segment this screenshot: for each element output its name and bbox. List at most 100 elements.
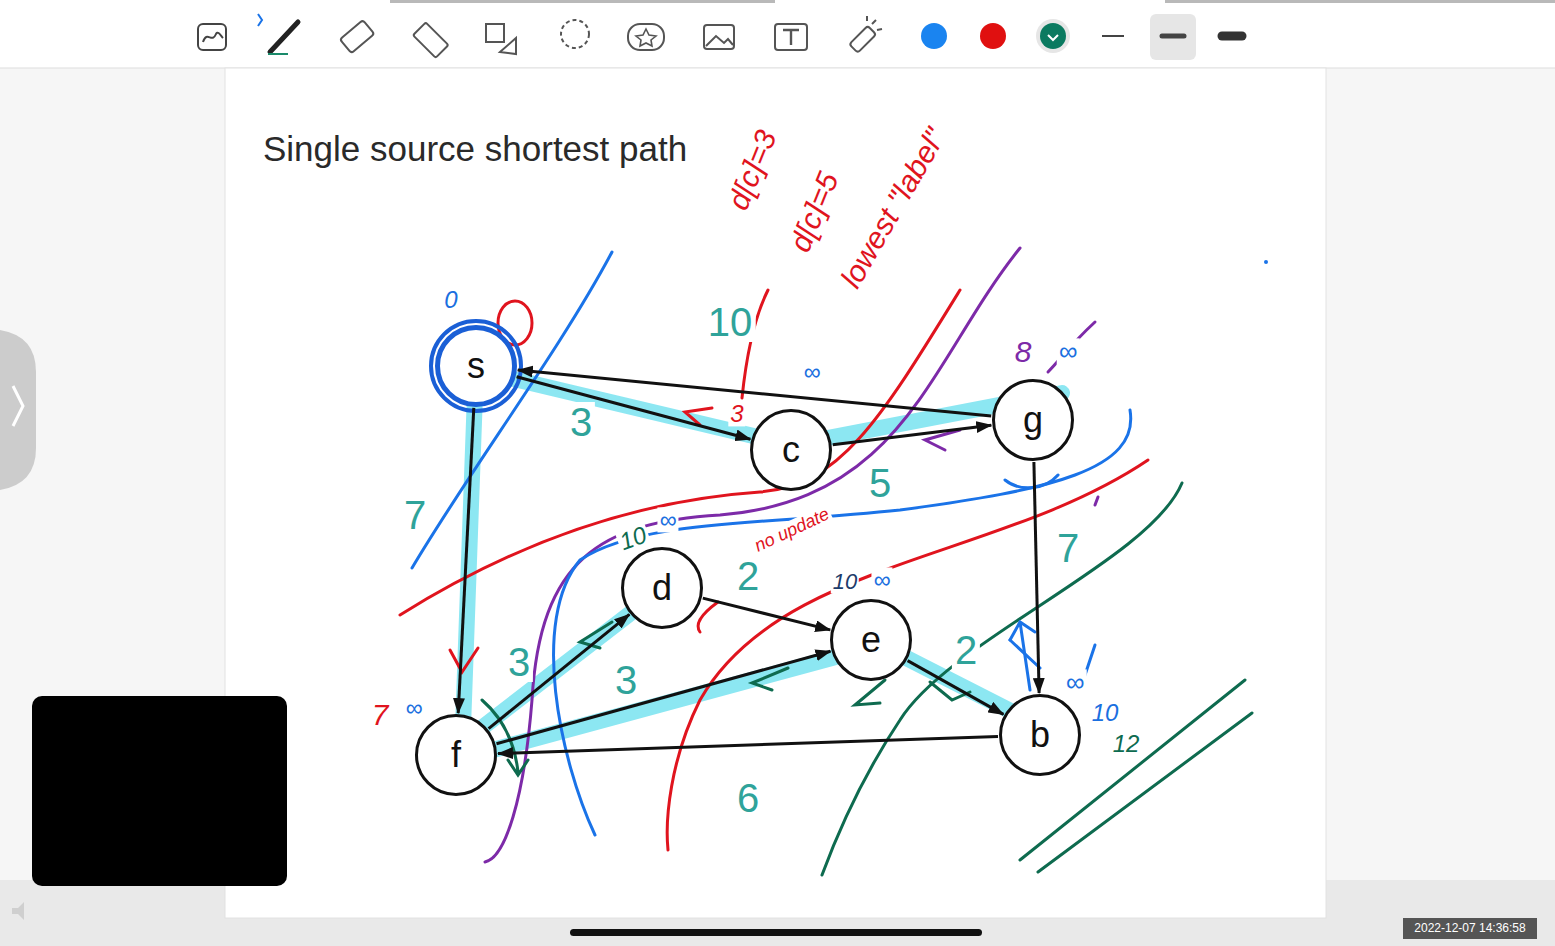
drawing-stroke	[1005, 475, 1058, 488]
node-letter: f	[451, 737, 461, 773]
drawing-stroke	[268, 53, 288, 55]
edge-arrow	[1034, 462, 1039, 693]
handwritten-note: 8	[1013, 336, 1034, 368]
cut-curves	[12, 248, 1268, 920]
edge-weight: 2	[952, 630, 980, 670]
slide	[225, 68, 1326, 918]
drawing-stroke	[636, 29, 656, 46]
drawing-stroke	[13, 386, 23, 426]
edge-weight: 3	[505, 642, 533, 682]
handwritten-note: lowest "label"	[834, 121, 952, 294]
drawing-stroke	[450, 648, 478, 672]
home-bar	[570, 929, 982, 936]
edge-weight: 5	[866, 463, 894, 503]
drawing-stroke	[1162, 34, 1184, 39]
drawing-stroke	[0, 330, 36, 490]
handwritten-note: 0	[442, 287, 459, 312]
edge-arrow	[497, 651, 831, 744]
drawing-stroke	[704, 25, 734, 49]
drawing-stroke	[1010, 640, 1040, 668]
node-letter: g	[1023, 402, 1043, 438]
drawing-stroke	[561, 20, 589, 48]
drawing-stroke	[1048, 35, 1058, 40]
handwritten-note: ∞	[657, 507, 678, 532]
drawing-stroke	[980, 23, 1006, 49]
handwritten-note: 3	[728, 401, 745, 426]
drawing-stroke	[485, 248, 1020, 862]
handwritten-note: ∞	[403, 695, 424, 720]
drawing-stroke	[775, 24, 807, 50]
edge-weight: 3	[612, 660, 640, 700]
drawing-stroke	[1165, 0, 1555, 3]
drawing-stroke	[867, 16, 882, 30]
drawing-stroke	[1102, 35, 1124, 37]
timestamp-box	[1403, 918, 1537, 939]
drawing-stroke	[1010, 622, 1035, 690]
drawing-stroke	[554, 410, 1131, 835]
edge-weight: 2	[734, 556, 762, 596]
edge-weight: 3	[567, 402, 595, 442]
slide-title: Single source shortest path	[263, 130, 687, 169]
edge-weight: 7	[1054, 528, 1082, 568]
video-box	[32, 696, 287, 886]
drawing-stroke	[390, 0, 775, 3]
edge-arrow	[498, 736, 998, 753]
handwritten-note: 7	[370, 699, 391, 731]
edge-weight: 10	[705, 302, 756, 342]
edge-arrow	[517, 377, 751, 439]
drawing-stroke	[12, 902, 24, 920]
node-letter: d	[652, 570, 672, 606]
drawing-stroke	[270, 22, 298, 52]
node-letter: s	[467, 348, 485, 384]
drawing-stroke	[203, 33, 223, 42]
drawing-stroke	[500, 38, 516, 54]
handwritten-note: 12	[1111, 731, 1142, 756]
drawing-stroke	[698, 602, 718, 632]
drawing-stroke	[413, 22, 448, 57]
graph-node: e	[830, 599, 912, 681]
drawing-stroke	[340, 20, 375, 53]
graph-node: g	[992, 379, 1074, 461]
handwritten-note: ∞	[801, 359, 822, 384]
drawing-stroke	[1040, 23, 1066, 49]
node-letter: b	[1030, 717, 1050, 753]
drawing-stroke	[340, 20, 375, 53]
drawing-stroke	[783, 30, 799, 45]
drawing-stroke	[1222, 32, 1242, 41]
timestamp: 2022-12-07 14:36:58	[1410, 920, 1529, 937]
drawing-stroke	[855, 680, 885, 705]
node-letter: e	[861, 622, 881, 658]
drawing-stroke	[1150, 14, 1196, 60]
handwritten-note: ∞	[1057, 338, 1080, 365]
drawing-stroke	[580, 622, 612, 648]
edge-arrow	[703, 598, 830, 630]
handwritten-note: no update	[750, 504, 834, 557]
drawing-stroke	[1048, 322, 1095, 372]
graph-node: c	[750, 409, 832, 491]
handwritten-note: 10	[831, 570, 859, 593]
drawing-stroke	[413, 22, 448, 57]
drawing-stroke	[258, 14, 262, 26]
drawing-stroke	[0, 0, 1555, 68]
node-letter: c	[782, 432, 800, 468]
graph-node: d	[621, 547, 703, 629]
drawing-stroke	[1264, 260, 1268, 264]
handwritten-note: ∞	[1064, 669, 1087, 696]
drawing-stroke	[706, 36, 733, 46]
edge-arrow	[833, 425, 992, 445]
edge-weight: 7	[401, 495, 429, 535]
edge-weight: 6	[734, 778, 762, 818]
drawing-stroke	[198, 24, 226, 50]
graph-node: s	[435, 325, 517, 407]
drawing-stroke	[921, 23, 947, 49]
drawing-stroke	[1095, 497, 1098, 505]
handwritten-note: d[c]=5	[783, 166, 845, 258]
handwritten-note: ∞	[871, 567, 892, 592]
drawing-stroke	[849, 26, 876, 53]
drawing-stroke	[849, 26, 876, 53]
side-tab	[0, 330, 36, 490]
handwritten-note: 10	[1090, 700, 1121, 725]
drawing-stroke	[486, 24, 504, 42]
